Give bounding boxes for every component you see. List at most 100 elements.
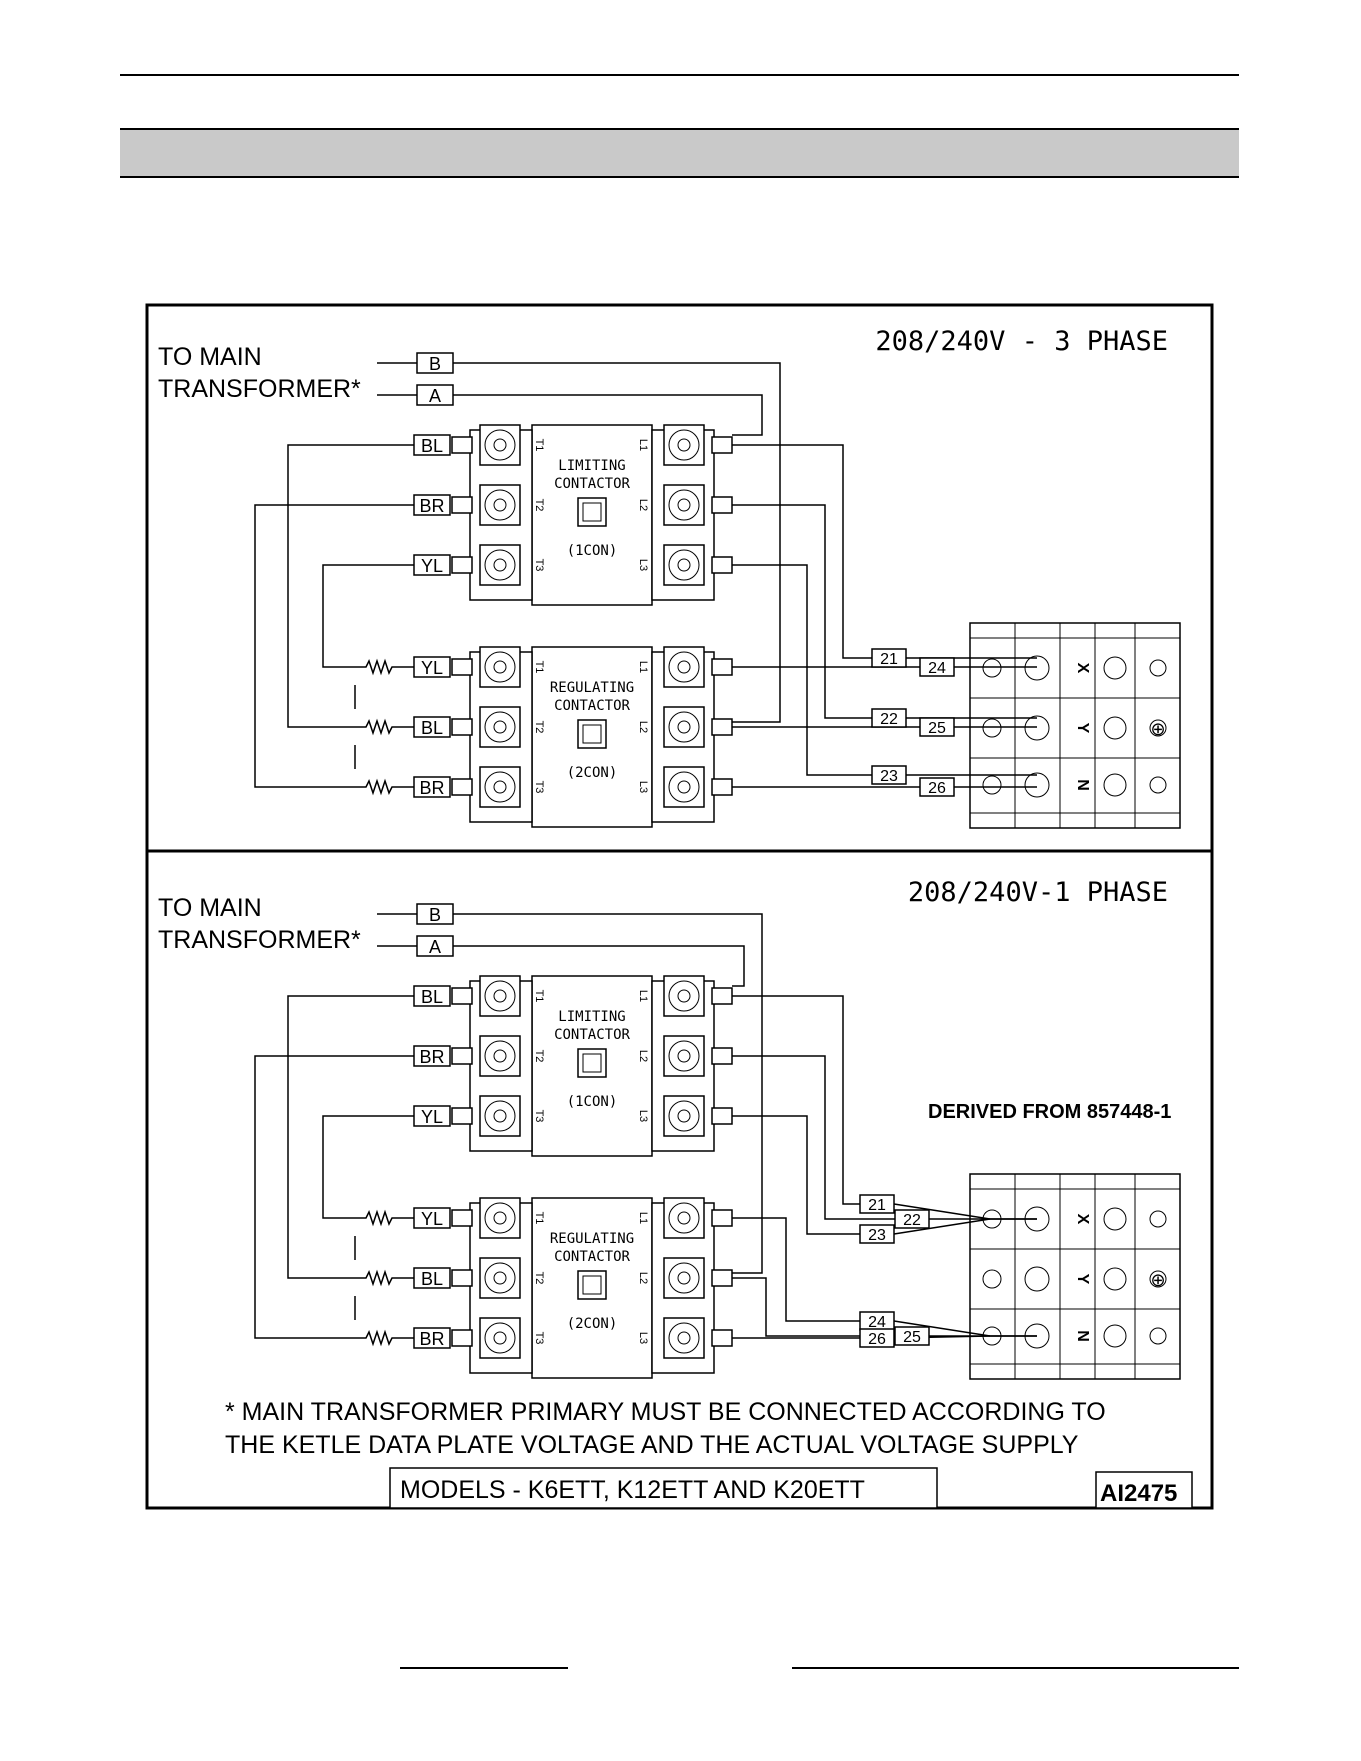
wire-number: 24 — [928, 660, 946, 677]
wire-number-tag — [859, 1328, 895, 1348]
terminal-screw-right — [663, 1317, 705, 1359]
terminal-hole — [1103, 1324, 1127, 1348]
terminal-screw-left — [493, 438, 507, 452]
wire-number: 25 — [928, 720, 946, 737]
terminal-hole — [1149, 719, 1167, 737]
terminal-screw-right — [663, 1257, 705, 1299]
wire-tag-label: BR — [419, 496, 444, 516]
terminal-hole — [982, 718, 1002, 738]
lug-right — [711, 778, 733, 796]
limiting-id: (1CON) — [567, 1094, 618, 1110]
regulating-name: CONTACTOR — [554, 1249, 630, 1265]
resistor-icon — [360, 1329, 398, 1347]
regulating-coil — [582, 724, 602, 744]
terminal-hole — [1024, 772, 1050, 798]
terminal-screw-left — [484, 711, 516, 743]
terminal-screw-left — [479, 975, 521, 1017]
terminal-screw-left — [493, 1271, 507, 1285]
wire-tag-label: BL — [421, 436, 443, 456]
terminal-screw-right — [663, 975, 705, 1017]
block-letter: Y — [1074, 723, 1091, 734]
terminal-hole — [1149, 776, 1167, 794]
terminal-screw-left — [479, 766, 521, 808]
wire-number-tag — [894, 1326, 930, 1346]
section-header-bar — [120, 128, 1239, 178]
terminal-screw-right — [668, 1100, 700, 1132]
lug-left — [451, 556, 473, 574]
terminal-screw-right — [677, 989, 691, 1003]
terminal-screw-right — [677, 1331, 691, 1345]
block-letter: X — [1074, 663, 1091, 674]
terminal-screw-right — [668, 1040, 700, 1072]
terminal-hole — [1024, 1266, 1050, 1292]
terminal-screw-right — [668, 489, 700, 521]
wire-tag-label: BL — [421, 1269, 443, 1289]
models-label: MODELS - K6ETT, K12ETT AND K20ETT — [400, 1476, 865, 1504]
terminal-screw-left — [479, 1317, 521, 1359]
wire-tag-label: BR — [419, 1047, 444, 1067]
terminal-label: L3 — [637, 781, 649, 793]
terminal-screw-right — [677, 498, 691, 512]
wire — [254, 504, 414, 788]
wire-number-tag — [919, 657, 955, 677]
footer-rule-right — [792, 1667, 1239, 1669]
terminal-block — [969, 622, 1181, 829]
terminal-screw-left — [493, 1109, 507, 1123]
terminal-screw-left — [493, 720, 507, 734]
terminal-screw-left — [484, 771, 516, 803]
terminal-screw-left — [484, 651, 516, 683]
terminal-screw-left — [479, 646, 521, 688]
terminal-screw-right — [663, 424, 705, 466]
terminal-screw-right — [663, 766, 705, 808]
terminal-screw-right — [677, 780, 691, 794]
terminal-hole — [1149, 659, 1167, 677]
terminal-screw-right — [668, 771, 700, 803]
limiting-id: (1CON) — [567, 543, 618, 559]
terminal-hole — [982, 658, 1002, 678]
terminal-screw-left — [493, 660, 507, 674]
terminal-label: L1 — [637, 439, 649, 451]
terminal-screw-left — [493, 1211, 507, 1225]
terminal-label: L3 — [637, 1110, 649, 1122]
block-letter: X — [1074, 1214, 1091, 1225]
wire — [287, 444, 414, 728]
terminal-hole — [1103, 1267, 1127, 1291]
terminal-label: L2 — [637, 1050, 649, 1062]
wire-number-tag — [919, 777, 955, 797]
wire-number: 23 — [868, 1227, 886, 1244]
terminal-screw-right — [663, 484, 705, 526]
terminal-screw-right — [668, 1262, 700, 1294]
terminal-screw-left — [479, 1257, 521, 1299]
terminal-block — [969, 1173, 1181, 1380]
lug-right — [711, 1047, 733, 1065]
terminal-screw-right — [677, 438, 691, 452]
wire-tag-label: BL — [421, 987, 443, 1007]
regulating-coil — [577, 1270, 607, 1300]
limiting-name: CONTACTOR — [554, 476, 630, 492]
lug-left — [451, 496, 473, 514]
wire-tag-label: BR — [419, 1329, 444, 1349]
wire-tag-label: YL — [421, 658, 443, 678]
wire — [453, 913, 763, 1274]
terminal-screw-left — [479, 544, 521, 586]
block-letter: N — [1074, 779, 1091, 791]
terminal-label: T2 — [533, 721, 545, 734]
footer-rule-left — [400, 1667, 568, 1669]
terminal-label: T3 — [533, 1110, 545, 1123]
terminal-label: T1 — [533, 990, 545, 1003]
lug-left — [451, 778, 473, 796]
terminal-screw-right — [668, 1322, 700, 1354]
wire — [732, 1217, 860, 1322]
wire — [254, 1055, 414, 1339]
terminal-label: T1 — [533, 661, 545, 674]
terminal-label: L3 — [637, 559, 649, 571]
ground-icon: ⊕ — [1150, 1270, 1165, 1290]
wire-tag-label: B — [429, 354, 441, 374]
terminal-screw-right — [668, 651, 700, 683]
terminal-screw-right — [663, 1035, 705, 1077]
limiting-coil — [582, 1053, 602, 1073]
terminal-screw-left — [479, 1095, 521, 1137]
terminal-screw-left — [493, 1331, 507, 1345]
